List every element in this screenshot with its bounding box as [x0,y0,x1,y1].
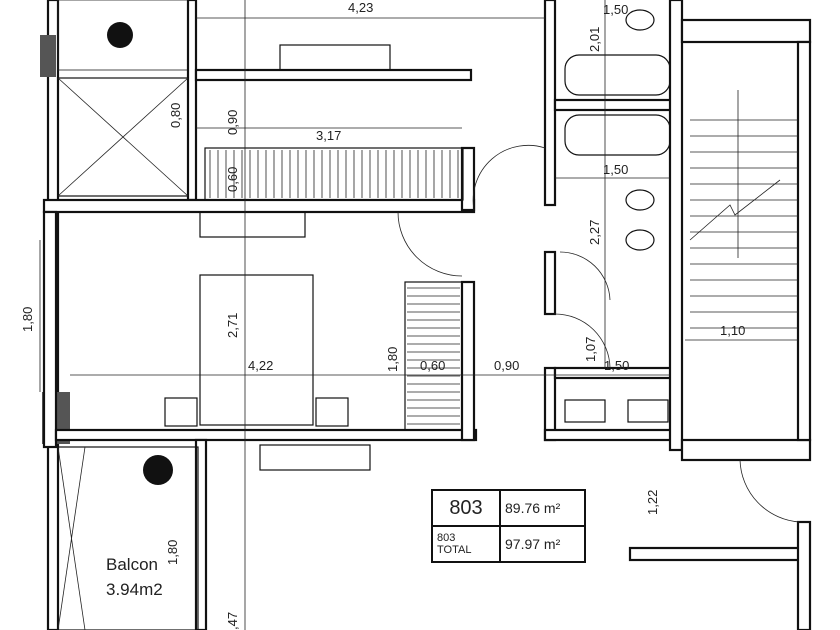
dim-label: 1,80 [20,307,35,332]
total-label-text: TOTAL [437,544,472,556]
bed [199,274,314,426]
dim-label: ,47 [225,612,240,630]
plant-icon [107,22,133,48]
dim-label: 1,22 [645,490,660,515]
balcony-area: 3.94m2 [106,580,163,599]
dim-label: 1,10 [720,323,745,338]
walls [40,0,812,630]
bathtub [564,54,671,96]
plant-icon [143,455,173,485]
dim-label: 4,22 [248,358,273,373]
dim-label: 1,07 [583,337,598,362]
dim-label: 0,90 [494,358,519,373]
dim-label: 2,27 [587,220,602,245]
dim-label: 1,50 [603,2,628,17]
dim-label: 3,17 [316,128,341,143]
bathtub [564,114,671,156]
total-label-unit: 803 [437,532,456,544]
dim-label: 0,90 [225,110,240,135]
dimension-labels: 4,23 1,50 2,01 0,80 0,90 3,17 0,60 1,50 … [20,0,745,630]
dim-label: 1,50 [603,162,628,177]
furniture [107,9,801,523]
dim-label: 2,71 [225,313,240,338]
dimension-lines [39,0,798,630]
unit-number: 803 [431,489,501,527]
dim-label: 4,23 [348,0,373,15]
balcony-name: Balcon [106,555,158,574]
dim-label: 0,60 [225,167,240,192]
dim-label: 2,01 [587,27,602,52]
dim-label: 1,80 [385,347,400,372]
dim-label: 0,80 [168,103,183,128]
unit-area: 89.76 m² [499,489,586,527]
dim-label: 1,50 [604,358,629,373]
column [40,35,56,77]
dim-label: 1,80 [165,540,180,565]
dim-label: 0,60 [420,358,445,373]
total-area: 97.97 m² [499,525,586,563]
closet-hatch [209,150,459,198]
